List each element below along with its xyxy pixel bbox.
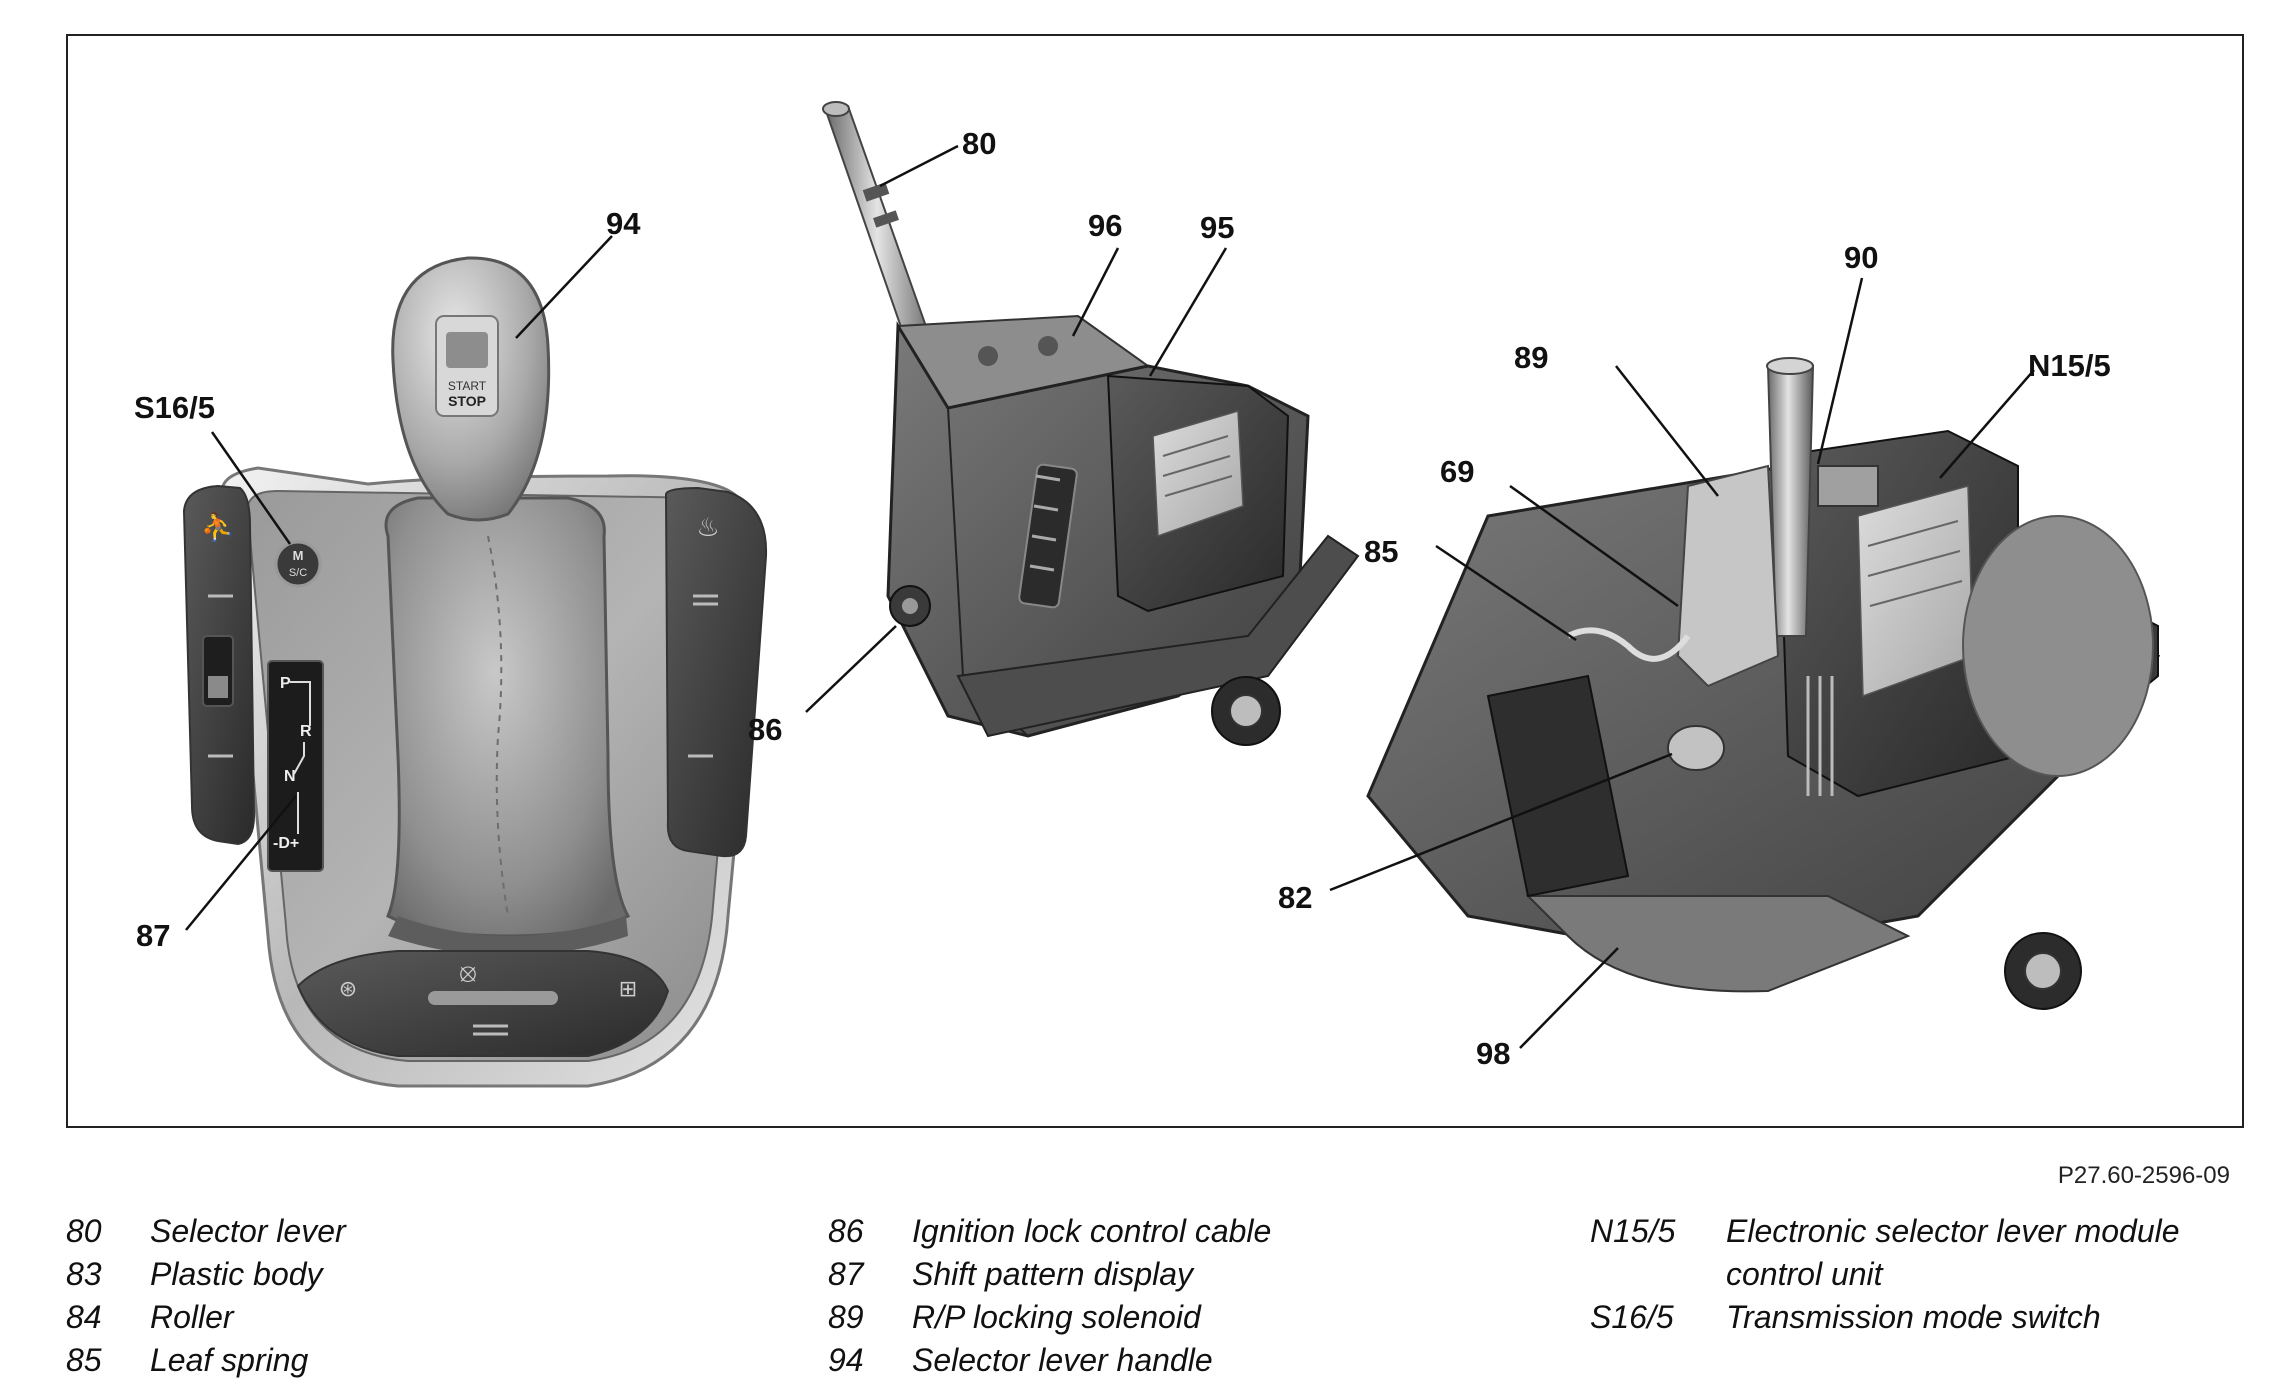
legend-column-2: 86 Ignition lock control cable 87 Shift … bbox=[828, 1210, 1271, 1382]
leader-87 bbox=[185, 795, 297, 931]
detail-lower-housing-98 bbox=[1525, 895, 1911, 993]
callout-98: 98 bbox=[1476, 1036, 1511, 1071]
callout-94: 94 bbox=[606, 206, 641, 241]
legend-item: N15/5 Electronic selector lever module c… bbox=[1590, 1210, 2180, 1296]
leader-80 bbox=[879, 144, 959, 188]
callout-86: 86 bbox=[748, 712, 783, 747]
leader-s165 bbox=[210, 431, 292, 545]
legend-item: 87 Shift pattern display bbox=[828, 1253, 1271, 1296]
legend-item: 94 Selector lever handle bbox=[828, 1339, 1271, 1382]
callout-n15-5: N15/5 bbox=[2028, 348, 2111, 383]
detail-disk bbox=[1962, 515, 2154, 777]
callout-85: 85 bbox=[1364, 534, 1399, 569]
leader-85 bbox=[1435, 544, 1577, 642]
callout-96: 96 bbox=[1088, 208, 1123, 243]
legend-number: 84 bbox=[66, 1299, 102, 1335]
module-connector bbox=[1018, 463, 1078, 609]
callout-80: 80 bbox=[962, 126, 997, 161]
gate-d: -D+ bbox=[273, 835, 299, 852]
callout-90: 90 bbox=[1844, 240, 1879, 275]
car-icon: ⊛ bbox=[339, 977, 357, 1002]
seat-heat-icon: ♨ bbox=[696, 513, 719, 543]
transmission-mode-switch bbox=[274, 540, 322, 588]
legend-item: 83 Plastic body bbox=[66, 1253, 346, 1296]
legend-description: Leaf spring bbox=[150, 1342, 309, 1378]
legend-item: 86 Ignition lock control cable bbox=[828, 1210, 1271, 1253]
leader-82 bbox=[1329, 752, 1673, 892]
detail-leaf-spring bbox=[1566, 627, 1691, 662]
legend-number: 86 bbox=[828, 1213, 864, 1249]
leader-89 bbox=[1615, 365, 1719, 497]
leader-69 bbox=[1509, 484, 1679, 608]
leader-94 bbox=[515, 235, 613, 339]
gate-p: P bbox=[280, 675, 291, 692]
legend-number: 94 bbox=[828, 1342, 864, 1378]
callout-95: 95 bbox=[1200, 210, 1235, 245]
seat-icon: ⊞ bbox=[619, 977, 637, 1002]
gear-boot bbox=[384, 496, 631, 938]
legend-description: Plastic body bbox=[150, 1256, 323, 1292]
leader-90 bbox=[1816, 277, 1864, 465]
detail-locking-bracket bbox=[1676, 464, 1780, 688]
legend-item: 84 Roller bbox=[66, 1296, 346, 1339]
sport-icon: ⛹ bbox=[201, 509, 236, 543]
callout-89: 89 bbox=[1514, 340, 1549, 375]
knob-stop-text: STOP bbox=[448, 393, 486, 409]
right-switch-panel bbox=[664, 486, 768, 858]
legend-description: R/P locking solenoid bbox=[912, 1299, 1201, 1335]
gate-r: R bbox=[300, 723, 312, 740]
detail-inner-frame bbox=[1486, 674, 1630, 898]
legend-column-3: N15/5 Electronic selector lever module c… bbox=[1590, 1210, 2180, 1339]
legend-description: Electronic selector lever module control… bbox=[1726, 1213, 2180, 1292]
detail-gear-82 bbox=[1667, 725, 1725, 771]
leader-96 bbox=[1071, 247, 1120, 337]
leader-86 bbox=[805, 625, 897, 713]
legend-column-1: 80 Selector lever 83 Plastic body 84 Rol… bbox=[66, 1210, 346, 1382]
selector-lever-module-assembly bbox=[822, 101, 1360, 746]
esp-icon: ⦻ bbox=[459, 958, 476, 988]
callout-87: 87 bbox=[136, 918, 171, 953]
legend-item: 89 R/P locking solenoid bbox=[828, 1296, 1271, 1339]
legend-item: 80 Selector lever bbox=[66, 1210, 346, 1253]
legend-item: S16/5 Transmission mode switch bbox=[1590, 1296, 2180, 1339]
legend-description: Ignition lock control cable bbox=[912, 1213, 1272, 1249]
module-base-rail bbox=[956, 534, 1360, 738]
leader-lines bbox=[185, 144, 2035, 1049]
detail-solenoid-90 bbox=[1817, 465, 1879, 507]
diagram-frame: ⛹ ♨ M S/C P R N -D+ bbox=[66, 34, 2244, 1128]
leader-95 bbox=[1148, 247, 1228, 377]
legend-number: 83 bbox=[66, 1256, 102, 1292]
legend-number: 89 bbox=[828, 1299, 864, 1335]
legend-item: 85 Leaf spring bbox=[66, 1339, 346, 1382]
legend-description: Selector lever handle bbox=[912, 1342, 1213, 1378]
callout-s16-5: S16/5 bbox=[134, 390, 216, 425]
legend-number: N15/5 bbox=[1590, 1213, 1676, 1249]
leader-n155 bbox=[1939, 369, 2035, 479]
module-label-plate bbox=[1152, 410, 1244, 538]
legend-description: Shift pattern display bbox=[912, 1256, 1194, 1292]
callout-69: 69 bbox=[1440, 454, 1475, 489]
legend-number: S16/5 bbox=[1590, 1299, 1674, 1335]
module-detail-assembly bbox=[1366, 357, 2161, 1010]
figure-code: P27.60-2596-09 bbox=[2057, 1162, 2230, 1189]
callout-82: 82 bbox=[1278, 880, 1313, 915]
mode-switch-text-m: M bbox=[293, 548, 304, 563]
gate-n: N bbox=[284, 768, 296, 785]
legend-number: 80 bbox=[66, 1213, 102, 1249]
center-console-assembly: ⛹ ♨ M S/C P R N -D+ bbox=[182, 256, 768, 1088]
illustration: ⛹ ♨ M S/C P R N -D+ bbox=[182, 101, 2161, 1088]
legend-description: Selector lever bbox=[150, 1213, 346, 1249]
leader-98 bbox=[1519, 947, 1619, 1049]
knob-start-text: START bbox=[448, 379, 487, 393]
legend-number: 87 bbox=[828, 1256, 864, 1292]
legend-description: Transmission mode switch bbox=[1726, 1299, 2101, 1335]
legend-number: 85 bbox=[66, 1342, 102, 1378]
mode-switch-text-sc: S/C bbox=[289, 567, 307, 579]
legend-description: Roller bbox=[150, 1299, 234, 1335]
